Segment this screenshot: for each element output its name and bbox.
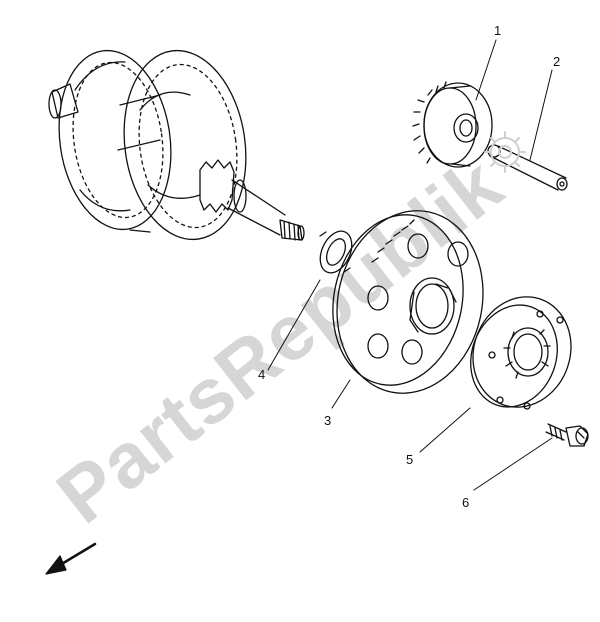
callout-4: 4 bbox=[258, 367, 266, 382]
callout-6: 6 bbox=[462, 495, 470, 510]
leader-lines bbox=[267, 39, 553, 491]
crankshaft bbox=[48, 49, 305, 241]
part-4-washer bbox=[319, 230, 353, 274]
front-direction-arrow-icon bbox=[45, 542, 97, 575]
callout-2: 2 bbox=[553, 54, 561, 69]
part-6-bolt bbox=[545, 423, 589, 447]
gear-logo-icon bbox=[484, 131, 526, 173]
part-3-clutch-gear bbox=[332, 210, 484, 394]
callout-5: 5 bbox=[406, 452, 414, 467]
part-5-one-way-clutch bbox=[470, 296, 572, 410]
callout-1: 1 bbox=[494, 23, 502, 38]
callout-3: 3 bbox=[324, 413, 332, 428]
part-1-idler-gear bbox=[412, 81, 493, 168]
